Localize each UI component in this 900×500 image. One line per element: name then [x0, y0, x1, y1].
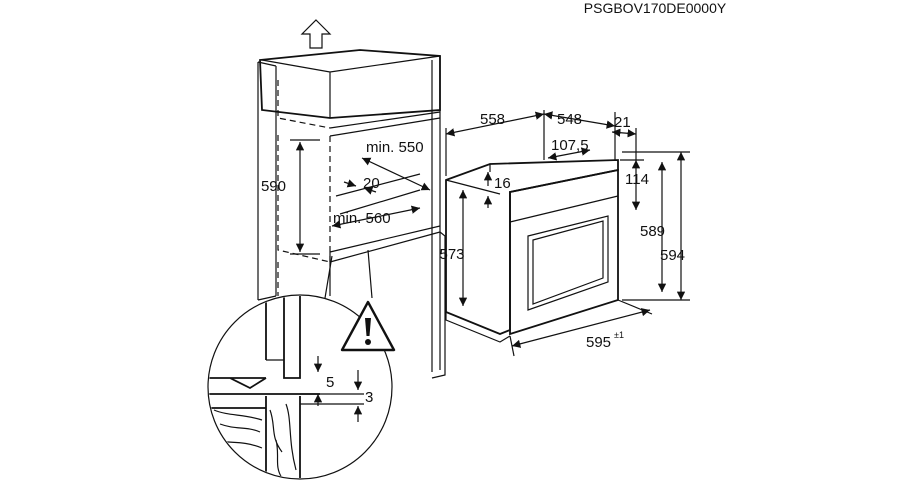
detail-view: 5 3 [207, 249, 393, 480]
label-top-offset: 16 [494, 175, 511, 192]
dim-top-offset: 16 [483, 172, 511, 208]
label-niche-depth: min. 550 [366, 139, 424, 156]
label-gap: 20 [363, 175, 380, 192]
label-door-thickness: 21 [614, 114, 631, 131]
dim-width: 595 ±1 [509, 299, 653, 357]
label-control-height: 114 [625, 171, 649, 188]
label-panel-offset: 107,5 [551, 137, 589, 154]
dim-cabinet-height: 590 [261, 139, 320, 255]
product-code: PSGBOV170DE0000Y [584, 0, 727, 16]
label-width-tolerance: ±1 [614, 330, 624, 340]
dim-panel-offset: 107,5 [547, 137, 591, 161]
oven [445, 159, 619, 343]
dim-oven-depth: 558 [445, 110, 545, 176]
label-width: 595 [586, 334, 611, 351]
label-oven-body-depth: 548 [557, 111, 582, 128]
label-niche-width: min. 560 [333, 210, 391, 227]
label-body-height: 573 [439, 246, 464, 263]
warning-icon [340, 300, 396, 352]
dim-door-thickness: 21 [611, 114, 637, 160]
label-detail-offset: 3 [365, 389, 373, 406]
up-arrow-icon [300, 19, 332, 49]
dim-front-height: 589 [640, 162, 667, 292]
dim-gap: 20 [343, 175, 380, 195]
cabinet [257, 49, 446, 379]
label-oven-depth: 558 [480, 111, 505, 128]
dim-control-height: 114 [620, 159, 649, 210]
label-cabinet-height: 590 [261, 178, 286, 195]
label-front-height: 589 [640, 223, 665, 240]
dim-niche-width: min. 560 [331, 205, 421, 229]
dim-niche-depth: min. 550 [361, 139, 431, 191]
label-detail-gap: 5 [326, 374, 334, 391]
label-total-height: 594 [660, 247, 685, 264]
dim-total-height: 594 [622, 151, 690, 301]
dim-body-height: 573 [439, 190, 468, 306]
